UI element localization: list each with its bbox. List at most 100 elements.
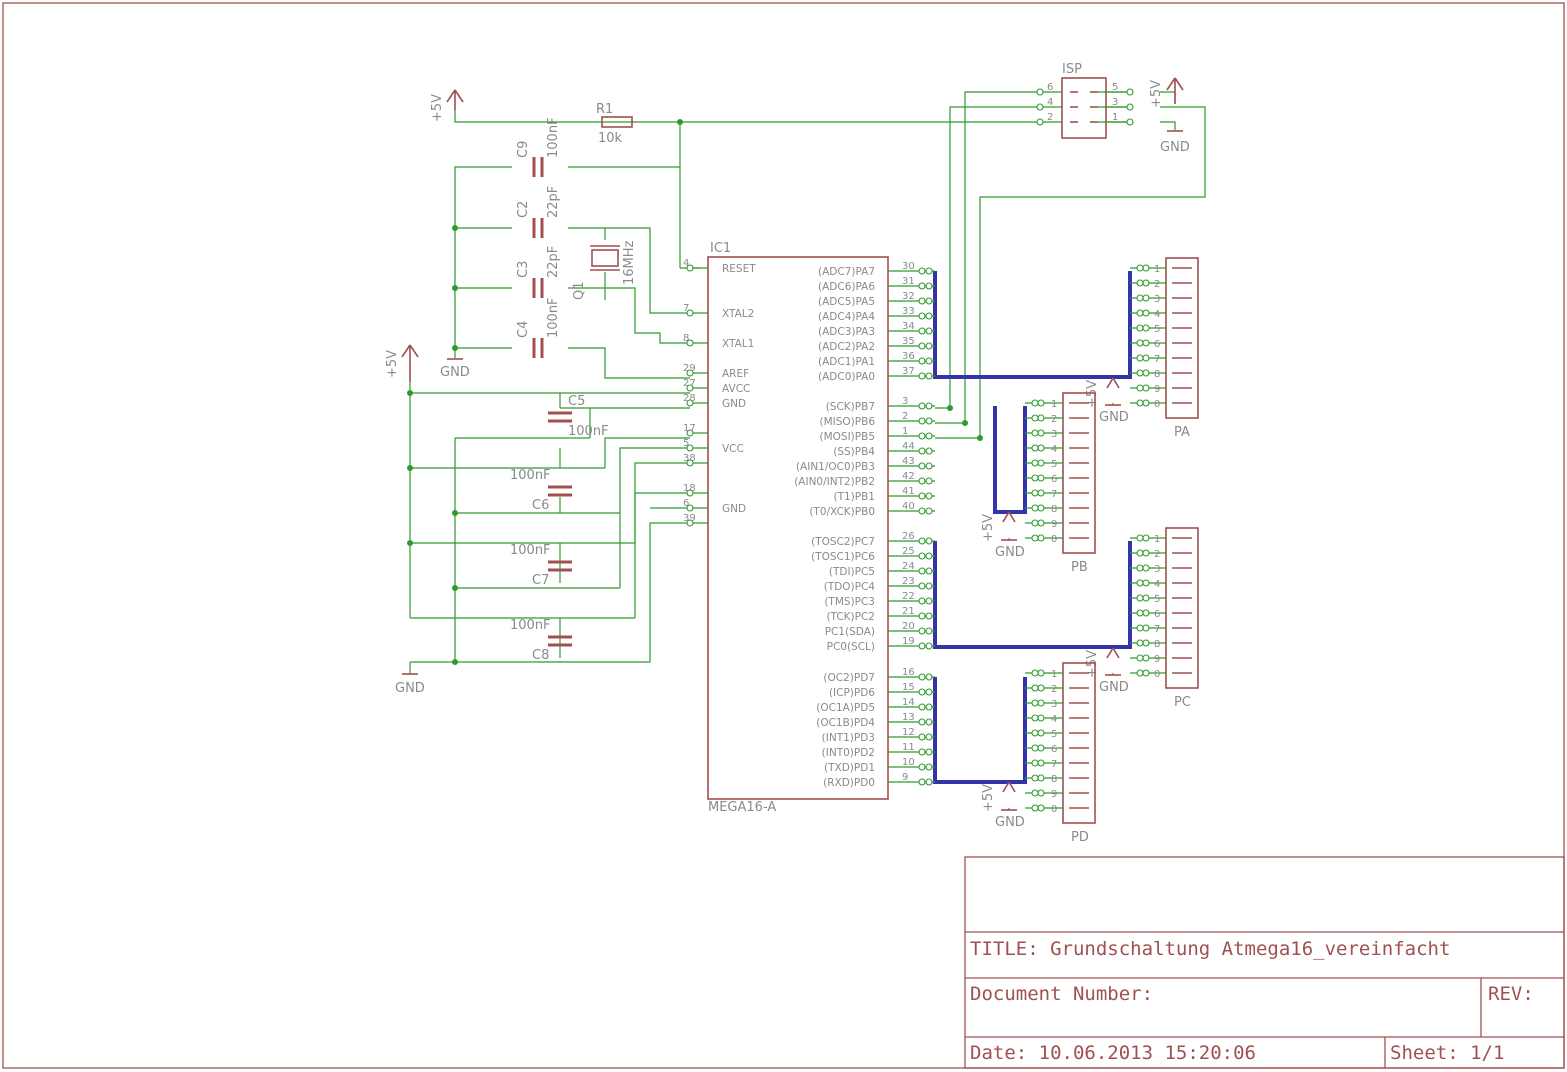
- ic1-pin-name: (ADC4)PA4: [818, 311, 875, 323]
- ic1-pin-name: (MOSI)PB5: [820, 431, 876, 443]
- ic1-pin-number: 21: [902, 606, 915, 617]
- ic1-pin-terminal: [686, 384, 694, 392]
- vcc-label-top: +5V: [430, 94, 445, 122]
- header-vcc-label: +5V: [981, 784, 996, 812]
- header-pin-terminal: [1142, 564, 1150, 572]
- header-pin-terminal: [1136, 549, 1144, 557]
- ic1-pin-terminal: [918, 582, 926, 590]
- header-pin-terminal: [1031, 744, 1039, 752]
- header-pin-terminal: [1136, 384, 1144, 392]
- header-pin-number: 5: [1051, 729, 1057, 740]
- header-pin-terminal: [1142, 384, 1150, 392]
- ic1-pin-number: 32: [902, 291, 915, 302]
- drawing-title: TITLE: Grundschaltung Atmega16_vereinfac…: [970, 938, 1450, 960]
- ic1-pin-terminal: [925, 312, 933, 320]
- ic1-pin-number: 12: [902, 727, 915, 738]
- header-pin-terminal: [1142, 264, 1150, 272]
- ic1-pin-number: 38: [683, 453, 696, 464]
- ic1-pin-name: (TOSC2)PC7: [811, 536, 875, 548]
- vcc-label-left: +5V: [385, 350, 400, 378]
- isp-pin-number: 6: [1047, 82, 1053, 93]
- bus-port-a: [933, 271, 1132, 379]
- header-pin-number: 0: [1051, 804, 1057, 815]
- header-pin-number: 9: [1154, 384, 1160, 395]
- ic1-pin-number: 42: [902, 471, 915, 482]
- ic1-pin-number: 1: [902, 426, 908, 437]
- header-pin-number: 6: [1154, 339, 1160, 350]
- ic1-pin-terminal: [918, 372, 926, 380]
- ic1-pin-name: (ADC3)PA3: [818, 326, 875, 338]
- header-pin-terminal: [1136, 534, 1144, 542]
- ic1-pin-name: VCC: [722, 443, 744, 455]
- ic1-pin-terminal: [925, 597, 933, 605]
- header-pin-terminal: [1142, 534, 1150, 542]
- header-pin-terminal: [1037, 804, 1045, 812]
- ic1-pin-terminal: [925, 703, 933, 711]
- c6-ref: C6: [532, 498, 549, 513]
- header-pin-terminal: [1142, 624, 1150, 632]
- ic1-pin-name: (ADC7)PA7: [818, 266, 875, 278]
- ic1-pin-name: GND: [722, 503, 746, 515]
- ic1-pin-number: 22: [902, 591, 915, 602]
- ic1-pin-terminal: [925, 282, 933, 290]
- header-pin-terminal: [1136, 594, 1144, 602]
- ic1-pin-terminal: [925, 297, 933, 305]
- sheet-label: Sheet: 1/1: [1390, 1042, 1504, 1064]
- ic1-pin-name: AREF: [722, 368, 749, 380]
- header-pin-number: 0: [1051, 534, 1057, 545]
- ic1-pin-terminal: [918, 342, 926, 350]
- bus-port-b: [993, 406, 1027, 514]
- ic1-pin-number: 6: [683, 498, 689, 509]
- ic1-pin-name: (OC2)PD7: [823, 672, 875, 684]
- c5-value: 100nF: [568, 424, 609, 439]
- ic1-pin-number: 2: [902, 411, 908, 422]
- header-pin-terminal: [1031, 714, 1039, 722]
- ic1-pin-terminal: [686, 459, 694, 467]
- ic1-pin-terminal: [925, 688, 933, 696]
- ic1-pin-terminal: [918, 748, 926, 756]
- ic1-pin-terminal: [918, 402, 926, 410]
- ic1-pin-name: (INT1)PD3: [822, 732, 875, 744]
- title-block: TITLE: Grundschaltung Atmega16_vereinfac…: [964, 856, 1565, 1069]
- ic1-pin-name: (OC1A)PD5: [816, 702, 875, 714]
- power-symbols-left: +5V +5V GND GND: [385, 89, 470, 696]
- ic1-pin-terminal: [925, 627, 933, 635]
- header-pin-terminal: [1037, 744, 1045, 752]
- ic1-pin-terminal: [918, 477, 926, 485]
- ic1-pin-terminal: [918, 673, 926, 681]
- isp-pin-terminal: [1036, 88, 1044, 96]
- ic1-pin-number: 34: [902, 321, 915, 332]
- c7-ref: C7: [532, 573, 549, 588]
- header-pin-number: 5: [1051, 459, 1057, 470]
- ic1-pin-terminal: [918, 567, 926, 575]
- ic1-pin-terminal: [918, 733, 926, 741]
- header-pin-terminal: [1031, 699, 1039, 707]
- ic1-right-pins: 30(ADC7)PA731(ADC6)PA632(ADC5)PA533(ADC4…: [794, 261, 935, 789]
- header-pin-terminal: [1142, 354, 1150, 362]
- ic1-pin-number: 23: [902, 576, 915, 587]
- header-pin-number: 8: [1051, 504, 1057, 515]
- ic1-pin-terminal: [918, 778, 926, 786]
- ic1-pin-terminal: [918, 312, 926, 320]
- ic1-pin-number: 40: [902, 501, 915, 512]
- ic1-pin-number: 28: [683, 393, 696, 404]
- gnd-label-2: GND: [395, 681, 425, 696]
- header-pin-terminal: [1136, 669, 1144, 677]
- port-headers: PA1234567890GND+5VPB1234567890GND+5VPC12…: [981, 257, 1199, 845]
- header-pin-number: 2: [1154, 549, 1160, 560]
- ic1-pin-terminal: [918, 537, 926, 545]
- header-pin-terminal: [1142, 324, 1150, 332]
- header-ref: PB: [1071, 560, 1088, 575]
- ic1-pin-terminal: [925, 327, 933, 335]
- header-pin-terminal: [1031, 729, 1039, 737]
- header-pin-terminal: [1037, 474, 1045, 482]
- header-pin-terminal: [1037, 729, 1045, 737]
- header-pin-terminal: [1142, 594, 1150, 602]
- ic1-pin-number: 24: [902, 561, 915, 572]
- ic1-pin-terminal: [918, 763, 926, 771]
- isp-pin-number: 2: [1047, 112, 1053, 123]
- bus-port-d: [933, 677, 1027, 784]
